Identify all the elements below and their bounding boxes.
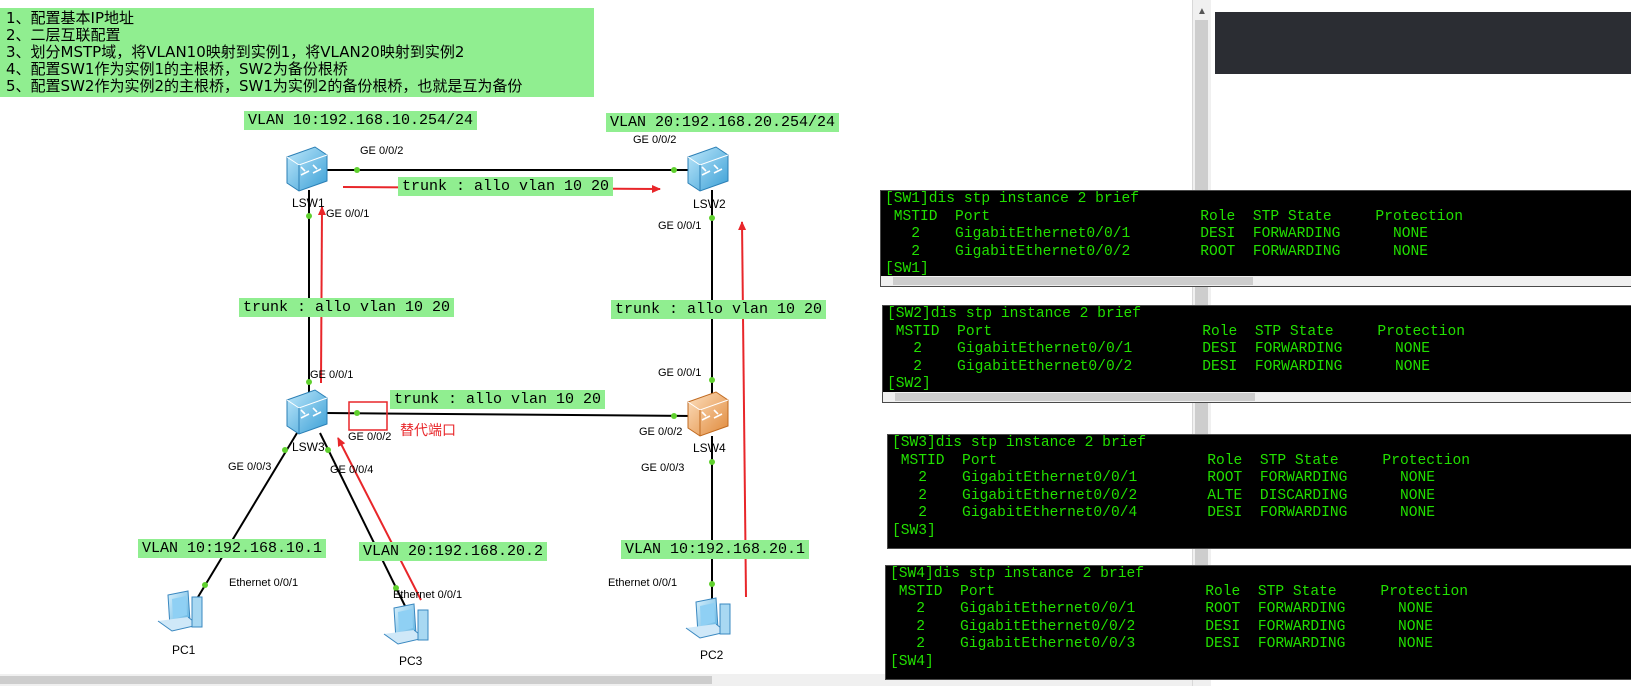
switch-icon [687, 146, 729, 192]
terminal-sw2[interactable]: [SW2]dis stp instance 2 brief MSTID Port… [882, 305, 1631, 403]
task-item: 4、配置SW1作为实例1的主根桥，SW2为备份根桥 [6, 60, 348, 78]
terminal-prompt: [SW2] [887, 376, 931, 392]
link-sw3-pc3 [319, 432, 408, 611]
task-item: 2、二层互联配置 [6, 26, 121, 44]
link-sw3-pc1 [197, 432, 298, 598]
port-label: Ethernet 0/0/1 [393, 589, 463, 601]
terminal-scrollbar[interactable] [883, 392, 1631, 402]
scrollbar-thumb[interactable] [893, 277, 1253, 285]
arrow-pc3-to-sw3 [337, 437, 422, 601]
port-label: GE 0/0/2 [348, 431, 392, 443]
terminal-sw1[interactable]: [SW1]dis stp instance 2 brief MSTID Port… [880, 190, 1631, 287]
port-dots [202, 167, 715, 591]
device-label-lsw1: LSW1 [292, 196, 325, 210]
vlan-label-pc1: VLAN 10:192.168.10.1 [138, 539, 327, 558]
terminal-line: MSTID Port Role STP State Protection [885, 208, 1464, 225]
device-label-lsw4: LSW4 [693, 441, 726, 455]
pc-icon [157, 590, 203, 632]
task-item: 1、配置基本IP地址 [6, 9, 135, 27]
terminal-line: 2 GigabitEthernet0/0/2 ALTE DISCARDING N… [892, 487, 1435, 504]
terminal-line: [SW1]dis stp instance 2 brief [885, 191, 1139, 207]
terminal-line: 2 GigabitEthernet0/0/2 DESI FORWARDING N… [890, 618, 1433, 635]
port-label: Ethernet 0/0/1 [229, 577, 299, 589]
switch-icon [286, 389, 328, 435]
pc-icon [383, 603, 429, 645]
vlan-label-pc3: VLAN 20:192.168.20.2 [359, 542, 548, 561]
terminal-line: 2 GigabitEthernet0/0/1 DESI FORWARDING N… [885, 226, 1428, 242]
port-label: GE 0/0/2 [639, 426, 683, 438]
terminal-scrollbar[interactable] [881, 276, 1631, 286]
vlan-label-pc2: VLAN 10:192.168.20.1 [621, 540, 810, 559]
terminal-sw3[interactable]: [SW3]dis stp instance 2 brief MSTID Port… [887, 434, 1631, 549]
terminal-line: 2 GigabitEthernet0/0/2 ROOT FORWARDING N… [885, 243, 1428, 260]
background-window-titlebar [1215, 12, 1631, 74]
terminal-line: [SW2]dis stp instance 2 brief [887, 306, 1141, 322]
port-label: GE 0/0/1 [310, 369, 354, 381]
terminal-prompt: [SW1] [885, 261, 929, 277]
terminal-line: MSTID Port Role STP State Protection [890, 583, 1469, 600]
switch-icon [286, 146, 328, 192]
terminal-line: MSTID Port Role STP State Protection [892, 452, 1471, 469]
terminal-line: [SW3]dis stp instance 2 brief [892, 435, 1146, 451]
pc-icon [685, 597, 731, 639]
task-item: 5、配置SW2作为实例2的主根桥，SW1为实例2的备份根桥，也就是互为备份 [6, 77, 523, 95]
terminal-prompt: [SW4] [890, 653, 934, 670]
trunk-label-sw2-sw4: trunk : allo vlan 10 20 [611, 300, 827, 319]
alternate-port-label: 替代端口 [400, 423, 456, 439]
terminal-prompt: [SW3] [892, 522, 936, 539]
links [197, 169, 713, 611]
terminal-line: 2 GigabitEthernet0/0/2 DESI FORWARDING N… [887, 358, 1430, 375]
port-label: GE 0/0/2 [633, 134, 677, 146]
scrollbar-thumb[interactable] [0, 676, 712, 684]
link-sw3-sw4 [325, 412, 694, 417]
terminal-sw4[interactable]: [SW4]dis stp instance 2 brief MSTID Port… [885, 565, 1631, 680]
switch-icon [687, 391, 729, 437]
device-label-lsw3: LSW3 [292, 440, 325, 454]
device-label-pc3: PC3 [399, 654, 423, 668]
port-label: GE 0/0/2 [360, 145, 404, 157]
device-label-pc1: PC1 [172, 643, 196, 657]
port-label: Ethernet 0/0/1 [608, 577, 678, 589]
terminal-line: [SW4]dis stp instance 2 brief [890, 566, 1144, 582]
terminal-line: 2 GigabitEthernet0/0/1 DESI FORWARDING N… [887, 341, 1430, 357]
terminal-line: 2 GigabitEthernet0/0/1 ROOT FORWARDING N… [892, 470, 1435, 486]
trunk-label-sw1-sw3: trunk : allo vlan 10 20 [239, 298, 455, 317]
trunk-label-sw1-sw2: trunk : allo vlan 10 20 [398, 177, 614, 196]
terminal-line: MSTID Port Role STP State Protection [887, 323, 1466, 340]
scrollbar-thumb[interactable] [895, 393, 1255, 401]
device-label-lsw2: LSW2 [693, 197, 726, 211]
vlan-label-sw1: VLAN 10:192.168.10.254/24 [244, 111, 478, 130]
terminal-line: 2 GigabitEthernet0/0/4 DESI FORWARDING N… [892, 505, 1435, 521]
arrow-sw3-to-sw1 [317, 206, 326, 384]
vlan-label-sw2: VLAN 20:192.168.20.254/24 [606, 113, 840, 132]
alternate-port-box [348, 401, 388, 431]
terminal-line: 2 GigabitEthernet0/0/3 DESI FORWARDING N… [890, 636, 1433, 652]
device-label-pc2: PC2 [700, 648, 724, 662]
terminal-line: 2 GigabitEthernet0/0/1 ROOT FORWARDING N… [890, 601, 1433, 617]
port-label: GE 0/0/1 [658, 220, 702, 232]
port-label: GE 0/0/4 [330, 464, 374, 476]
task-item: 3、划分MSTP域，将VLAN10映射到实例1，将VLAN20映射到实例2 [6, 43, 465, 61]
trunk-label-sw3-sw4: trunk : allo vlan 10 20 [390, 390, 606, 409]
port-label: GE 0/0/1 [326, 208, 370, 220]
task-list: 1、配置基本IP地址 2、二层互联配置 3、划分MSTP域，将VLAN10映射到… [0, 8, 594, 97]
port-label: GE 0/0/3 [228, 461, 272, 473]
port-label: GE 0/0/1 [658, 367, 702, 379]
topology-diagram [157, 146, 747, 645]
scroll-up-icon[interactable]: ▲ [1197, 5, 1207, 17]
arrow-pc2-to-sw2 [738, 221, 747, 598]
port-label: GE 0/0/3 [641, 462, 685, 474]
